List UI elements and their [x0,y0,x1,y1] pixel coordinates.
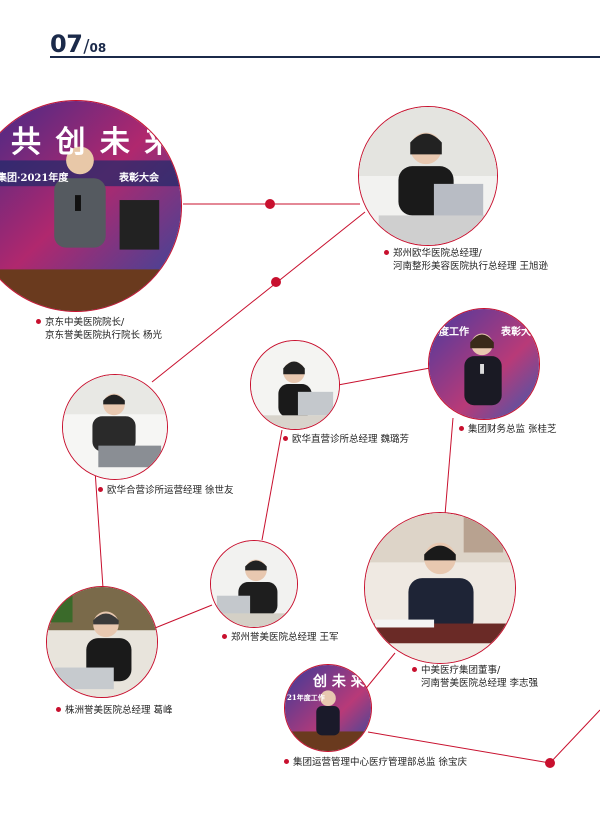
banner-subtitle-right: 表彰大会 [119,173,159,184]
caption-line1: 中美医疗集团董事/ [421,665,501,676]
header-rule [50,56,600,58]
photo-wang-jun [210,540,298,628]
photo-zhang-guizhi: 年度工作 表彰大会 [428,308,540,420]
photo-scene [211,541,297,627]
photo-scene [365,513,515,663]
photo-xu-baoqing: 创 未 来 21年度工作 [284,664,372,752]
caption-line1: 欧华直营诊所总经理 魏璐芳 [292,434,410,445]
photo-li-zhiqiang [364,512,516,664]
caption-zhang-guizhi: 集团财务总监 张桂芝 [459,423,557,436]
page-total: 08 [89,41,107,55]
caption-line1: 集团财务总监 张桂芝 [468,424,557,435]
caption-line1: 集团运营管理中心医疗管理部总监 徐宝庆 [293,757,468,768]
banner-title: 年度工作 [429,327,469,338]
caption-xu-shiyou: 欧华合营诊所运营经理 徐世友 [98,484,234,497]
caption-yang-guang: 京东中美医院院长/ 京东誉美医院执行院长 杨光 [36,316,162,342]
bullet-dot [283,436,288,441]
caption-wang-xuxun: 郑州欧华医院总经理/ 河南整形美容医院执行总经理 王旭逊 [384,247,548,273]
photo-scene [251,341,339,429]
bullet-dot [98,487,103,492]
banner-title: 共 创 未 来 [11,125,177,160]
node-dot [265,199,275,209]
photo-scene [63,375,167,479]
banner-subtitle: 集团·2021年度 [0,173,69,184]
caption-line1: 欧华合营诊所运营经理 徐世友 [107,485,234,496]
photo-yang-guang: 共 创 未 来 集团·2021年度 表彰大会 [0,100,182,312]
photo-scene [47,587,157,697]
node-dot [545,758,555,768]
banner-title-right: 表彰大会 [501,327,540,338]
caption-line2: 京东誉美医院执行院长 杨光 [45,330,163,341]
caption-wang-jun: 郑州誉美医院总经理 王军 [222,631,339,644]
caption-line1: 郑州欧华医院总经理/ [393,248,482,259]
page-current: 07 [50,30,83,58]
page-number: 07/08 [50,30,106,58]
caption-line1: 京东中美医院院长/ [45,317,125,328]
caption-li-zhiqiang: 中美医疗集团董事/ 河南誉美医院总经理 李志强 [412,664,538,690]
caption-line1: 郑州誉美医院总经理 王军 [231,632,339,643]
caption-ge-feng: 株洲誉美医院总经理 葛峰 [56,704,173,717]
caption-line2: 河南整形美容医院执行总经理 王旭逊 [393,261,549,272]
bullet-dot [459,426,464,431]
bullet-dot [56,707,61,712]
bullet-dot [384,250,389,255]
photo-scene [359,107,497,245]
photo-scene [429,309,539,419]
photo-scene [0,101,181,311]
caption-xu-baoqing: 集团运营管理中心医疗管理部总监 徐宝庆 [284,756,467,769]
photo-xu-shiyou [62,374,168,480]
banner-title: 创 未 来 [313,674,365,690]
caption-wei-xiaofang: 欧华直营诊所总经理 魏璐芳 [283,433,409,446]
bullet-dot [412,667,417,672]
node-dot [271,277,281,287]
page-slash: / [83,36,90,57]
bullet-dot [222,634,227,639]
bullet-dot [284,759,289,764]
caption-line1: 株洲誉美医院总经理 葛峰 [65,705,173,716]
photo-wang-xuxun [358,106,498,246]
caption-line2: 河南誉美医院总经理 李志强 [421,678,539,689]
photo-ge-feng [46,586,158,698]
bullet-dot [36,319,41,324]
photo-wei-xiaofang [250,340,340,430]
banner-subtitle: 21年度工作 [287,693,325,702]
